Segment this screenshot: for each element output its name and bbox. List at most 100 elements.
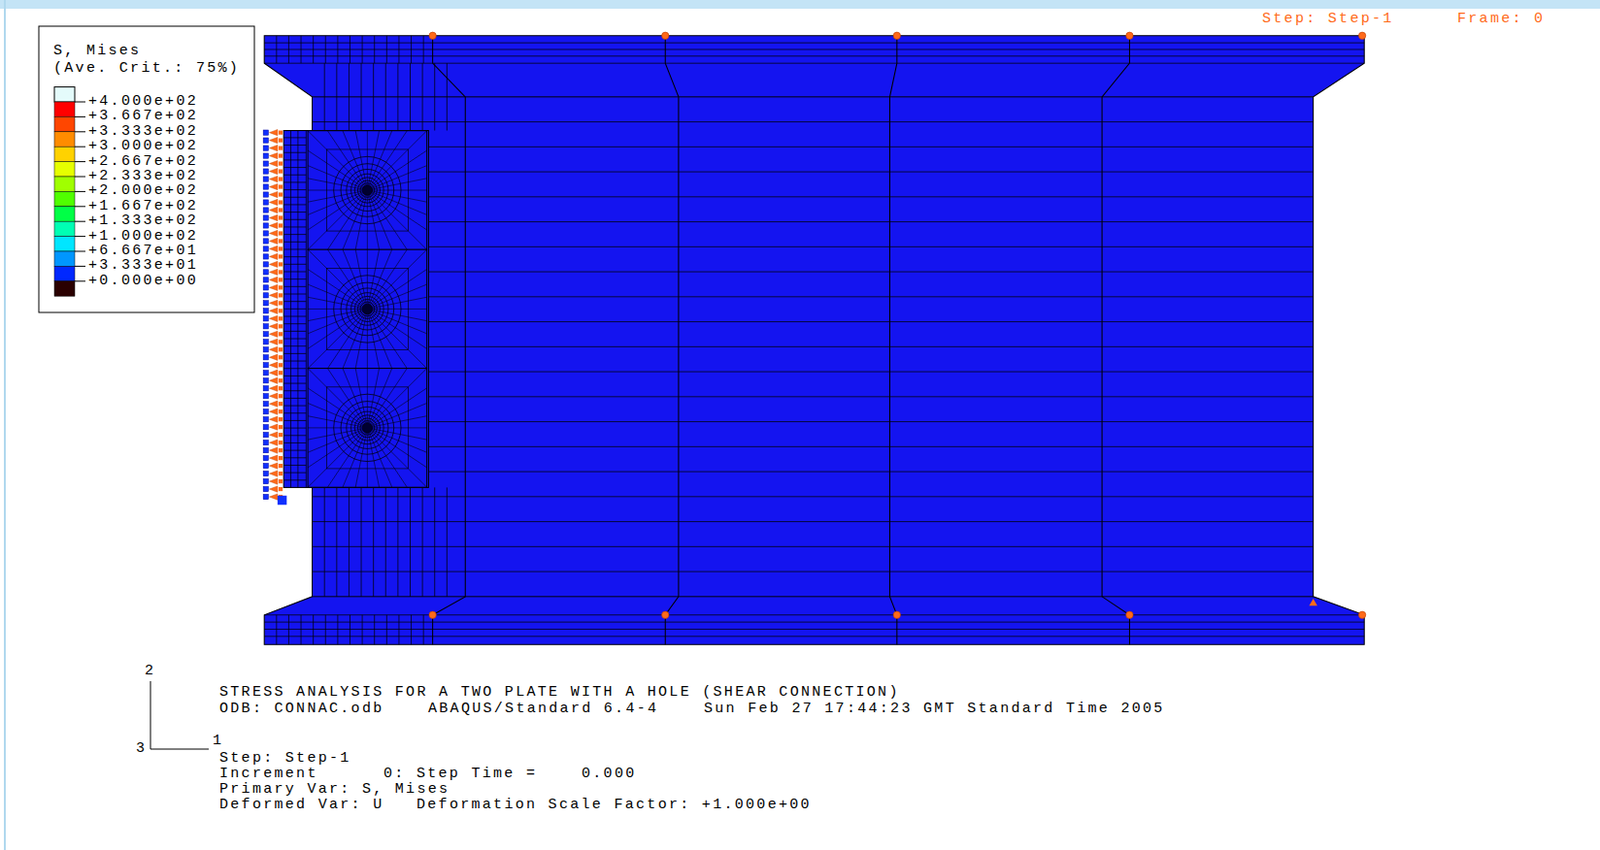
mesh-line xyxy=(283,211,306,213)
mesh-ring xyxy=(354,177,380,203)
viewport-strip xyxy=(0,0,1600,9)
bc-marker xyxy=(278,168,283,173)
load-point xyxy=(1308,599,1317,606)
bc-marker xyxy=(268,408,277,415)
mesh-line xyxy=(283,465,306,467)
bc-marker xyxy=(263,433,268,438)
mesh-line xyxy=(371,403,427,427)
bc-marker xyxy=(268,455,277,462)
beam-outline xyxy=(264,35,1365,645)
axis-triad xyxy=(150,681,209,750)
mesh-ring xyxy=(360,183,375,199)
legend-swatch xyxy=(54,162,75,177)
bc-marker xyxy=(268,331,277,337)
legend-tick xyxy=(74,251,86,253)
legend-tick xyxy=(74,176,86,178)
mesh-line xyxy=(307,427,363,429)
legend-heading: (Ave. Crit.: 75%) xyxy=(53,61,240,77)
bc-marker xyxy=(263,470,268,476)
mesh-line xyxy=(433,487,435,597)
legend-tick xyxy=(74,116,86,118)
hole-block xyxy=(307,368,428,489)
load-point xyxy=(893,611,900,619)
mesh-line xyxy=(283,264,306,266)
bc-marker xyxy=(278,131,283,135)
mesh-line xyxy=(369,131,407,187)
mesh-line xyxy=(283,197,306,199)
legend-tick xyxy=(74,101,86,103)
mesh-line xyxy=(342,249,366,304)
mesh-line xyxy=(371,284,427,307)
mesh-line xyxy=(372,190,428,192)
mesh-line xyxy=(283,428,306,430)
bc-marker xyxy=(278,440,283,445)
bc-marker xyxy=(268,424,277,431)
bc-marker xyxy=(263,347,268,353)
bc-marker xyxy=(263,207,268,213)
bc-marker xyxy=(278,386,283,391)
mesh-line xyxy=(372,427,428,429)
bc-marker xyxy=(263,176,268,182)
mesh-line xyxy=(307,431,364,468)
bc-marker xyxy=(278,308,283,313)
mesh-line xyxy=(428,321,1313,323)
bc-marker xyxy=(268,432,277,438)
bolt-hole xyxy=(362,423,373,434)
legend-tick xyxy=(74,191,86,193)
mesh-line xyxy=(312,35,314,64)
mesh-line xyxy=(283,308,306,310)
mesh-line xyxy=(348,487,350,597)
bc-marker xyxy=(263,363,268,368)
mesh-line xyxy=(336,615,338,645)
mesh-line xyxy=(307,269,364,307)
mesh-line xyxy=(446,63,448,131)
mesh-line xyxy=(283,412,306,414)
mesh-line xyxy=(409,487,411,597)
bc-marker xyxy=(263,316,268,322)
mesh-line xyxy=(335,63,337,131)
bc-marker xyxy=(268,268,277,275)
bc-marker xyxy=(263,223,268,229)
legend-swatch xyxy=(54,176,75,192)
load-point xyxy=(1126,611,1134,619)
mesh-line xyxy=(361,63,363,131)
info-line: Deformation Scale Factor: +1.000e+00 xyxy=(416,798,812,814)
mesh-line xyxy=(366,433,368,488)
legend-value: +3.000e+02 xyxy=(88,138,199,155)
mesh-line xyxy=(372,308,428,310)
bc-marker xyxy=(278,316,283,321)
mesh-line xyxy=(428,271,1313,273)
plate xyxy=(283,131,429,489)
mesh-line xyxy=(312,546,1314,548)
mesh-line xyxy=(283,248,306,250)
bc-marker xyxy=(263,192,268,198)
mesh-ring xyxy=(340,282,395,336)
mesh-line xyxy=(283,442,306,444)
bc-marker xyxy=(277,496,287,505)
mesh-line xyxy=(283,294,306,296)
bc-marker xyxy=(278,269,283,274)
bc-marker xyxy=(263,378,268,384)
bc-marker xyxy=(263,262,268,267)
mesh-line xyxy=(283,144,306,146)
legend-swatch xyxy=(54,132,75,147)
bc-marker xyxy=(268,486,277,493)
mesh-line xyxy=(325,615,327,645)
legend-swatch xyxy=(54,281,75,297)
bc-marker xyxy=(278,448,283,453)
axis-line xyxy=(150,681,152,750)
mesh-line xyxy=(410,35,412,64)
mesh-line xyxy=(283,390,306,392)
mesh-line xyxy=(300,35,302,64)
mesh-line xyxy=(307,190,363,192)
mesh-line xyxy=(312,121,1314,123)
bc-marker xyxy=(278,425,283,430)
load-point xyxy=(1358,32,1366,39)
mesh-line xyxy=(283,479,306,481)
mesh-line xyxy=(283,286,306,288)
info-line: Deformed Var: U xyxy=(219,798,385,814)
mesh-line xyxy=(428,146,1313,148)
mesh-line xyxy=(422,487,424,597)
mesh-line xyxy=(283,338,306,340)
